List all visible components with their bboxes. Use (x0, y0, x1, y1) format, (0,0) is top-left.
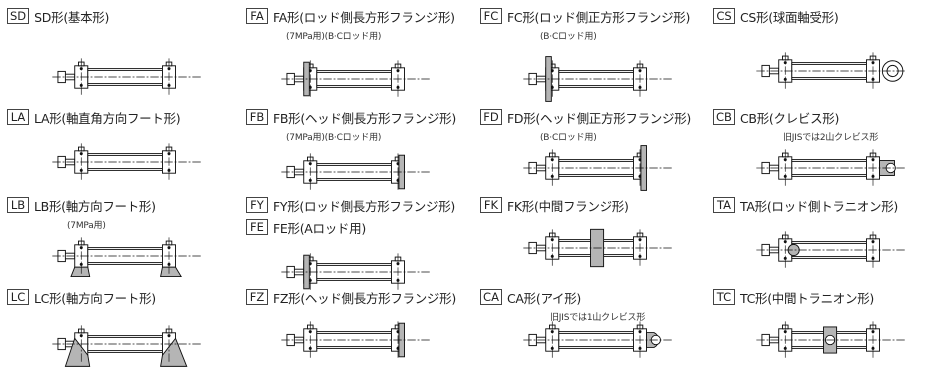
cylinder-drawing (523, 228, 673, 268)
mount-header: LC LC形(軸方向フート形) (7, 288, 156, 306)
cylinder-drawing (756, 52, 906, 90)
mount-header: FK FK形(中間フランジ形) (480, 196, 629, 214)
mount-header: CB CB形(クレビス形) (713, 108, 839, 126)
mount-code-box: FD (480, 109, 502, 125)
mount-code-box: CA (480, 289, 502, 305)
mount-code-box: FK (480, 197, 502, 213)
cylinder-drawing (281, 321, 431, 359)
mount-title: CS形(球面軸受形) (740, 9, 839, 25)
mount-title: TC形(中間トラニオン形) (740, 290, 874, 306)
mount-code-box: FC (480, 8, 502, 24)
cylinder-drawing (756, 149, 906, 187)
mount-header: CA CA形(アイ形) (480, 288, 581, 306)
cylinder-drawing (281, 253, 431, 291)
mount-header: FZ FZ形(ヘッド側長方形フランジ形) (246, 288, 456, 306)
mount-note: 旧JISでは1山クレビス形 (550, 313, 646, 323)
mount-header: FB FB形(ヘッド側長方形フランジ形) (246, 108, 456, 126)
mount-note: (7MPa用)(B·Cロッド用) (286, 133, 382, 143)
mount-code-box: FY (246, 197, 268, 213)
mount-code-box: LB (7, 197, 29, 213)
mount-code-box: FZ (246, 289, 268, 305)
mount-code-box: TA (713, 197, 735, 213)
mount-title: FZ形(ヘッド側長方形フランジ形) (273, 290, 456, 306)
mount-title: FK形(中間フランジ形) (507, 198, 629, 214)
mount-header: FC FC形(ロッド側正方形フランジ形) (480, 7, 690, 25)
mount-header: FA FA形(ロッド側長方形フランジ形) (246, 7, 455, 25)
cylinder-drawing (281, 60, 431, 98)
mount-code-box: CB (713, 109, 735, 125)
mount-header: LA LA形(軸直角方向フート形) (7, 108, 181, 126)
mount-code-box: LA (7, 109, 29, 125)
cylinder-drawing (281, 153, 431, 191)
cylinder-drawing (52, 143, 202, 181)
cylinder-drawing (756, 321, 906, 359)
mount-title: CA形(アイ形) (507, 290, 582, 306)
mount-header: TA TA形(ロッド側トラニオン形) (713, 196, 898, 214)
cylinder-drawing (52, 325, 202, 367)
foot (160, 266, 182, 277)
mount-code-box: CS (713, 8, 735, 24)
foot (64, 337, 91, 367)
mount-title: LC形(軸方向フート形) (34, 290, 156, 306)
mount-code-box: FA (246, 8, 268, 24)
mount-code-box: SD (7, 8, 30, 24)
cylinder-drawing (52, 237, 202, 277)
mount-title: FB形(ヘッド側長方形フランジ形) (273, 110, 456, 126)
mount-code-box: FE (246, 219, 268, 235)
mount-note: (B·Cロッド用) (540, 32, 597, 42)
mount-title: LA形(軸直角方向フート形) (34, 110, 181, 126)
mount-title: FY形(ロッド側長方形フランジ形) (273, 198, 455, 214)
mount-title: SD形(基本形) (34, 9, 110, 25)
cylinder-drawing (523, 145, 673, 191)
mount-header: CS CS形(球面軸受形) (713, 7, 839, 25)
mount-title: CB形(クレビス形) (740, 110, 840, 126)
cylinder-drawing (523, 321, 673, 359)
mount-title: FE形(Aロッド用) (273, 220, 366, 236)
cylinder-drawing (523, 56, 673, 102)
cylinder-drawing (52, 58, 202, 96)
mount-note: 旧JISでは2山クレビス形 (783, 133, 879, 143)
mount-title: FD形(ヘッド側正方形フランジ形) (507, 110, 691, 126)
mount-code-box: TC (713, 289, 735, 305)
mount-note: (7MPa用) (67, 221, 106, 231)
mount-title: FC形(ロッド側正方形フランジ形) (507, 9, 691, 25)
foot (70, 266, 91, 277)
mount-title: TA形(ロッド側トラニオン形) (740, 198, 898, 214)
mount-title: FA形(ロッド側長方形フランジ形) (273, 9, 455, 25)
mount-header: FD FD形(ヘッド側正方形フランジ形) (480, 108, 691, 126)
mount-code-box: LC (7, 289, 29, 305)
mount-title: LB形(軸方向フート形) (34, 198, 156, 214)
mount-note: (7MPa用)(B·Cロッド用) (286, 32, 382, 42)
mount-header: TC TC形(中間トラニオン形) (713, 288, 874, 306)
mount-code-box: FB (246, 109, 268, 125)
mount-header: FE FE形(Aロッド用) (246, 218, 366, 236)
mount-header: LB LB形(軸方向フート形) (7, 196, 156, 214)
mount-note: (B·Cロッド用) (540, 133, 597, 143)
mount-header: FY FY形(ロッド側長方形フランジ形) (246, 196, 455, 214)
cylinder-drawing (756, 231, 906, 269)
